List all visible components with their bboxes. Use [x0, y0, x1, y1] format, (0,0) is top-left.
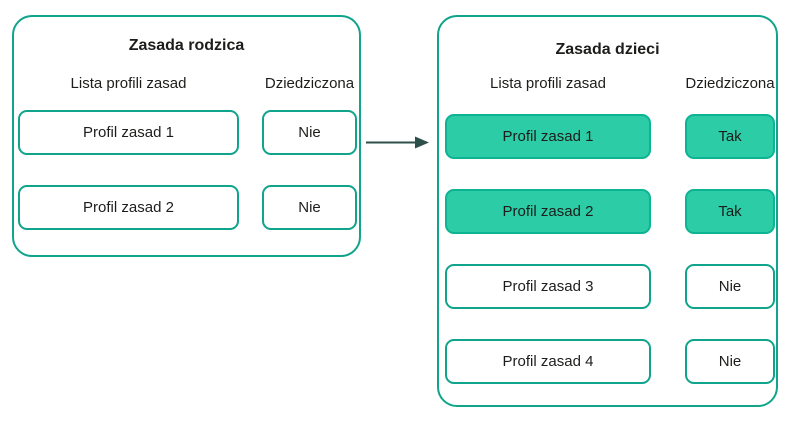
profile-cell: Profil zasad 1 — [18, 110, 239, 155]
profile-cell: Profil zasad 1 — [445, 114, 651, 159]
panel-title: Zasada rodzica — [128, 37, 245, 54]
profile-cell: Profil zasad 3 — [445, 264, 651, 309]
panel-title: Zasada dzieci — [555, 41, 660, 58]
profile-cell: Profil zasad 2 — [18, 185, 239, 230]
child-policy-panel: Zasada dzieci Lista profili zasad Dziedz… — [437, 15, 778, 407]
inherited-cell: Nie — [685, 264, 775, 309]
column-header-inherited: Dziedziczona — [264, 75, 355, 92]
inherited-cell: Nie — [262, 110, 357, 155]
inherited-cell: Nie — [685, 339, 775, 384]
inherited-cell: Nie — [262, 185, 357, 230]
column-header-profiles: Lista profili zasad — [70, 75, 187, 92]
arrow-right-icon — [366, 136, 429, 149]
column-header-inherited: Dziedziczona — [685, 75, 775, 92]
column-header-profiles: Lista profili zasad — [490, 75, 606, 92]
profile-cell: Profil zasad 4 — [445, 339, 651, 384]
profile-cell: Profil zasad 2 — [445, 189, 651, 234]
inherited-cell: Tak — [685, 189, 775, 234]
inherited-cell: Tak — [685, 114, 775, 159]
parent-policy-panel: Zasada rodzica Lista profili zasad Dzied… — [12, 15, 361, 257]
